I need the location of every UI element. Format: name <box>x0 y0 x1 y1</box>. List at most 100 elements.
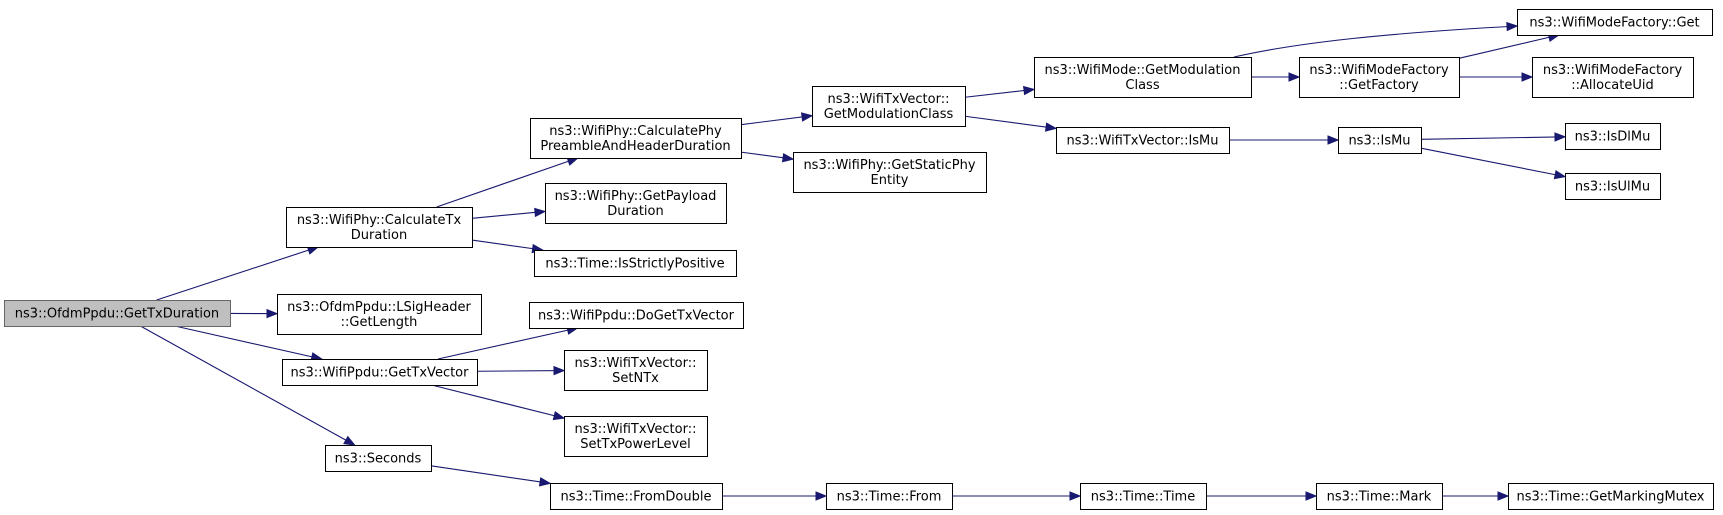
node-label: ns3::WifiPhy::CalculateTx <box>297 213 462 228</box>
node-box <box>4 300 231 327</box>
node-ns3-wifippdu-gettxvector[interactable]: ns3::WifiPpdu::GetTxVector <box>282 359 478 386</box>
node-label: ns3::Seconds <box>335 452 422 467</box>
edge-calctx-to-payload <box>471 207 547 219</box>
node-box <box>1565 173 1661 200</box>
node-box <box>1316 483 1443 510</box>
node-ns3-wifippdu-dogettxvector[interactable]: ns3::WifiPpdu::DoGetTxVector <box>529 302 744 329</box>
edge-line <box>471 239 543 251</box>
node-box <box>1080 483 1207 510</box>
node-label: SetNTx <box>612 371 659 386</box>
arrowhead <box>781 152 795 163</box>
node-box <box>1565 123 1661 150</box>
node-ns3-time-from[interactable]: ns3::Time::From <box>826 483 953 510</box>
edge-line <box>174 325 322 360</box>
node-ns3-seconds[interactable]: ns3::Seconds <box>325 445 432 472</box>
edge-line <box>430 465 551 484</box>
node-box <box>1517 9 1713 36</box>
node-label: ns3::WifiModeFactory::Get <box>1529 16 1699 31</box>
node-label: ns3::OfdmPpdu::LSigHeader <box>287 300 471 315</box>
node-box <box>286 207 473 248</box>
node-label: ::GetFactory <box>1339 78 1419 93</box>
node-label: ns3::Time::Time <box>1091 490 1195 505</box>
node-label: Class <box>1125 78 1159 93</box>
edge-line <box>740 115 813 126</box>
node-ns3-wifiphy-calculatephypreambleandheaderduration[interactable]: ns3::WifiPhy::CalculatePhyPreambleAndHea… <box>530 118 742 159</box>
node-label: ns3::WifiMode::GetModulation <box>1045 63 1241 78</box>
node-ns3-ismu[interactable]: ns3::IsMu <box>1338 127 1422 154</box>
node-label: ns3::WifiModeFactory <box>1309 63 1449 78</box>
arrowhead <box>1521 72 1534 82</box>
edge-preamble-to-getmodclass <box>740 112 814 126</box>
node-box <box>325 445 432 472</box>
node-label: ns3::WifiModeFactory <box>1543 63 1683 78</box>
edge-line <box>1420 147 1566 178</box>
node-label: PreambleAndHeaderDuration <box>540 139 730 154</box>
arrowhead <box>1327 135 1340 145</box>
node-label: Entity <box>871 173 909 188</box>
node-label: ns3::WifiPpdu::DoGetTxVector <box>538 309 735 324</box>
edge-line <box>437 327 578 360</box>
node-ns3-isdlmu[interactable]: ns3::IsDlMu <box>1565 123 1661 150</box>
node-box <box>1034 57 1252 98</box>
edge-line <box>1420 136 1566 140</box>
arrowhead <box>1023 85 1036 96</box>
node-box <box>530 118 742 159</box>
node-box <box>1532 57 1694 98</box>
node-ns3-wifitxvector-ismu[interactable]: ns3::WifiTxVector::IsMu <box>1056 127 1230 154</box>
node-label: ::GetLength <box>341 315 418 330</box>
node-ns3-time-getmarkingmutex[interactable]: ns3::Time::GetMarkingMutex <box>1508 483 1714 510</box>
node-ns3-wifimodefactory-get[interactable]: ns3::WifiModeFactory::Get <box>1517 9 1713 36</box>
edge-ismu-to-isulmu <box>1420 147 1567 180</box>
node-ns3-wifitxvector-settxpowerlevel[interactable]: ns3::WifiTxVector::SetTxPowerLevel <box>564 416 708 457</box>
arrowhead <box>815 491 828 501</box>
node-box <box>1338 127 1422 154</box>
node-label: ns3::Time::Mark <box>1327 490 1432 505</box>
node-ns3-isulmu[interactable]: ns3::IsUlMu <box>1565 173 1661 200</box>
node-box <box>793 152 987 193</box>
node-ns3-time-time[interactable]: ns3::Time::Time <box>1080 483 1207 510</box>
node-box <box>550 483 723 510</box>
edge-preamble-to-staticphy <box>740 151 795 163</box>
node-box <box>826 483 953 510</box>
edge-line <box>471 210 546 219</box>
node-box <box>534 250 737 277</box>
node-ns3-time-mark[interactable]: ns3::Time::Mark <box>1316 483 1443 510</box>
arrowhead <box>1506 21 1519 32</box>
node-ns3-ofdmppdu-lsigheader-getlength[interactable]: ns3::OfdmPpdu::LSigHeader::GetLength <box>277 294 482 335</box>
node-label: ns3::Time::FromDouble <box>561 490 712 505</box>
node-label: ns3::WifiTxVector:: <box>827 92 949 107</box>
node-ns3-ofdmppdu-gettxduration[interactable]: ns3::OfdmPpdu::GetTxDuration <box>4 300 231 327</box>
arrowhead <box>552 410 566 421</box>
node-ns3-wifimodefactory-getfactory[interactable]: ns3::WifiModeFactory::GetFactory <box>1299 57 1460 98</box>
node-box <box>529 302 744 329</box>
arrowhead <box>1554 132 1567 142</box>
node-label: ns3::WifiPhy::GetPayload <box>555 189 717 204</box>
node-ns3-time-isstrictlypositive[interactable]: ns3::Time::IsStrictlyPositive <box>534 250 737 277</box>
node-box <box>1299 57 1460 98</box>
edge-calctx-to-strictpos <box>471 239 544 254</box>
arrowhead <box>1044 122 1058 132</box>
node-label: ns3::WifiPhy::GetStaticPhy <box>803 158 975 173</box>
edge-modegetmod-to-getfactory <box>1251 72 1301 82</box>
node-ns3-wifitxvector-getmodulationclass[interactable]: ns3::WifiTxVector::GetModulationClass <box>812 86 966 127</box>
node-label: ::AllocateUid <box>1571 78 1653 93</box>
edge-line <box>436 157 579 208</box>
node-ns3-wifimodefactory-allocateuid[interactable]: ns3::WifiModeFactory::AllocateUid <box>1532 57 1694 98</box>
node-ns3-time-fromdouble[interactable]: ns3::Time::FromDouble <box>550 483 723 510</box>
node-ns3-wifimode-getmodulationclass[interactable]: ns3::WifiMode::GetModulationClass <box>1034 57 1252 98</box>
node-label: ns3::WifiPpdu::GetTxVector <box>291 366 470 381</box>
edge-seconds-to-fromdouble <box>430 465 552 487</box>
node-label: GetModulationClass <box>824 107 954 122</box>
edge-time-to-mark <box>1206 491 1318 501</box>
edge-line <box>964 115 1057 129</box>
arrowhead <box>1553 169 1567 180</box>
node-label: ns3::IsUlMu <box>1575 180 1650 195</box>
edge-line <box>964 88 1035 98</box>
node-label: ns3::OfdmPpdu::GetTxDuration <box>15 307 219 322</box>
node-ns3-wifitxvector-setntx[interactable]: ns3::WifiTxVector::SetNTx <box>564 350 708 391</box>
node-box <box>564 416 708 457</box>
node-label: ns3::Time::GetMarkingMutex <box>1517 490 1705 505</box>
